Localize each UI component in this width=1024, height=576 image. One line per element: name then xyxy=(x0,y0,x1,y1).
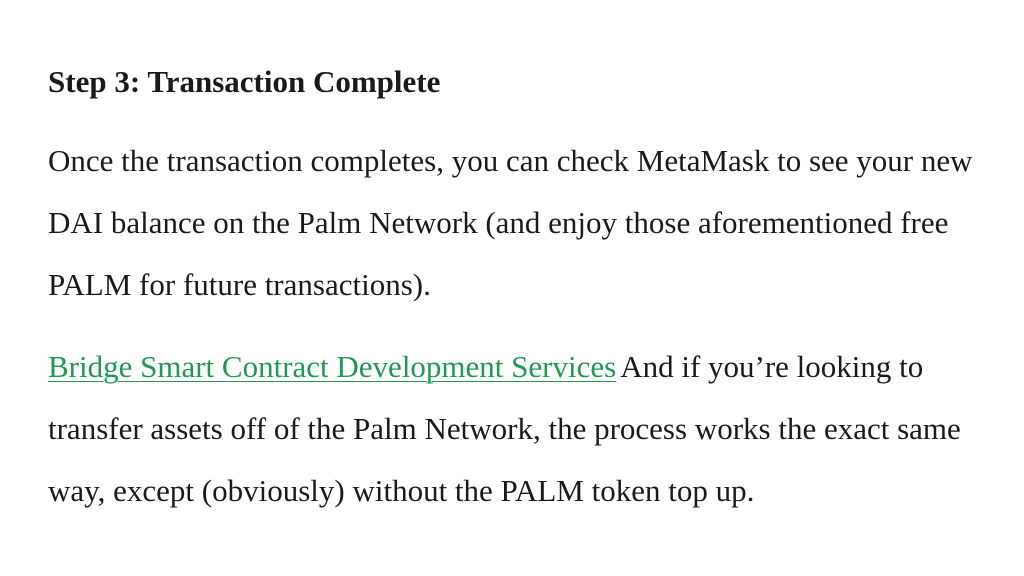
transaction-complete-paragraph: Once the transaction completes, you can … xyxy=(48,143,973,302)
transfer-off-text: And if you’re looking to transfer assets… xyxy=(48,349,961,508)
transfer-off-paragraph: Bridge Smart Contract Development Servic… xyxy=(48,336,988,522)
step-heading: Step 3: Transaction Complete xyxy=(48,64,441,99)
bridge-services-link[interactable]: Bridge Smart Contract Development Servic… xyxy=(48,349,617,384)
